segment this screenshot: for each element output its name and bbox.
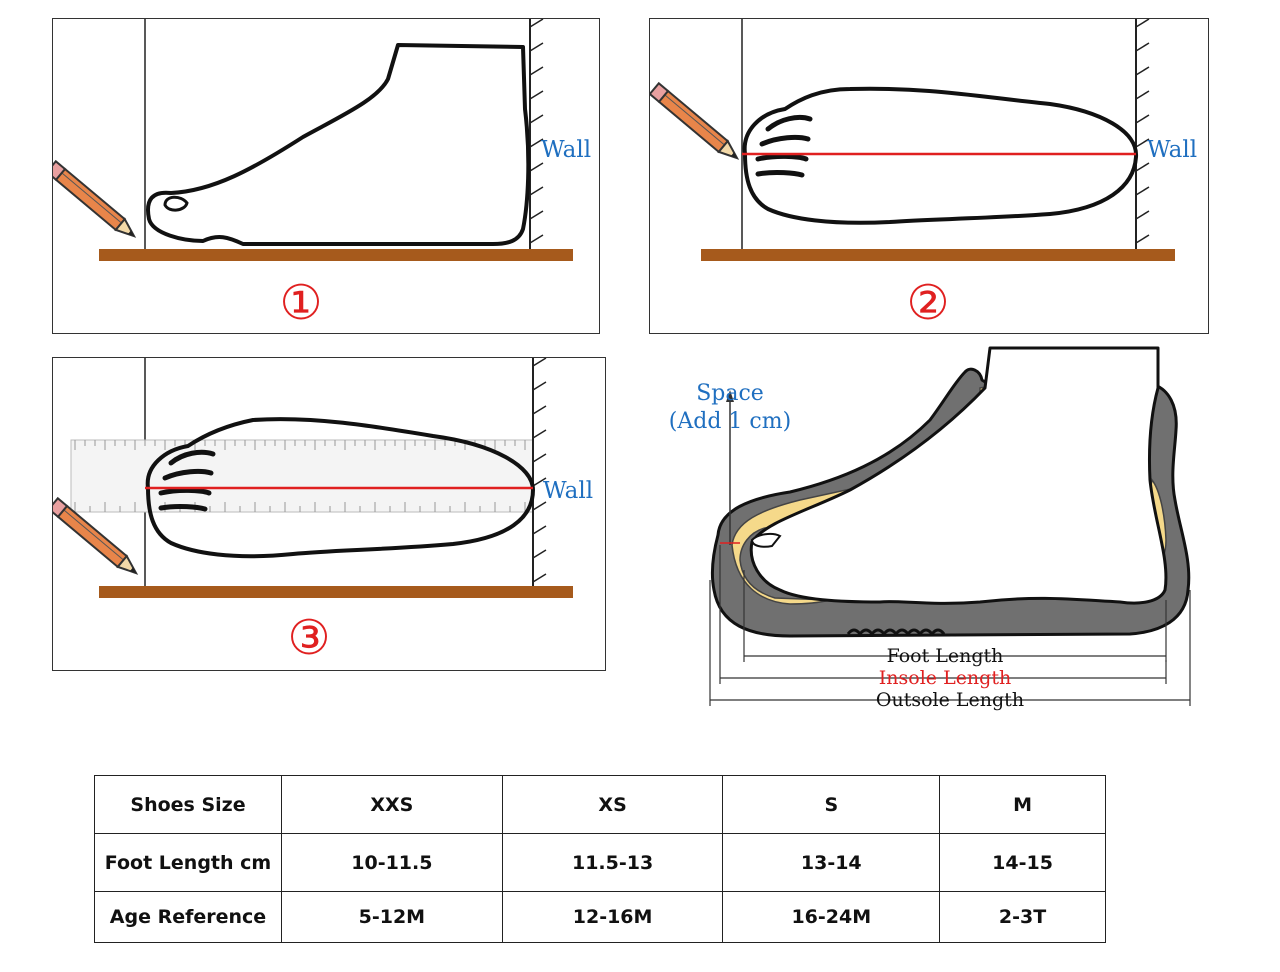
row-header-shoes-size: Shoes Size	[94, 775, 282, 834]
step-1-illustration: Wall ①	[53, 19, 591, 331]
table-cell: S	[722, 775, 941, 834]
table-cell: M	[939, 775, 1106, 834]
outsole-tread	[846, 628, 946, 637]
step-number: ③	[287, 610, 330, 666]
step-1-panel: Wall ①	[52, 18, 600, 334]
table-row: Foot Length cm 10-11.5 11.5-13 13-14 14-…	[94, 833, 1106, 892]
table-cell: 11.5-13	[501, 833, 724, 892]
wall-label: Wall	[541, 137, 591, 163]
floor-bar	[99, 586, 573, 598]
space-label-line2: (Add 1 cm)	[669, 409, 791, 434]
step-number: ①	[279, 275, 322, 331]
floor-bar	[701, 249, 1175, 261]
space-label-line1: Space	[696, 381, 764, 406]
table-row: Shoes Size XXS XS S M	[94, 775, 1106, 834]
table-cell: 10-11.5	[281, 833, 503, 892]
outsole-length-label: Outsole Length	[876, 689, 1024, 711]
table-row: Age Reference 5-12M 12-16M 16-24M 2-3T	[94, 891, 1106, 943]
foot-top-outline	[742, 86, 1139, 225]
wall-label: Wall	[1147, 137, 1197, 163]
step-2-illustration: Wall ②	[650, 19, 1197, 331]
foot-length-label: Foot Length	[887, 645, 1004, 667]
wall	[1135, 19, 1150, 251]
pencil-icon	[650, 81, 740, 160]
table-cell: 12-16M	[501, 891, 724, 943]
row-header-age-reference: Age Reference	[94, 891, 282, 943]
toes	[158, 449, 216, 512]
wall-label: Wall	[543, 478, 593, 504]
wall	[529, 19, 544, 249]
table-cell: 5-12M	[281, 891, 503, 943]
step-2-panel: Wall ②	[649, 18, 1209, 334]
foot-inside-shoe	[749, 346, 1168, 605]
toe-nail	[163, 195, 189, 212]
size-chart-table: Shoes Size XXS XS S M Foot Length cm 10-…	[94, 775, 1106, 943]
shoe-cross-section-illustration: Space (Add 1 cm) Foot Length Insole Leng…	[669, 346, 1191, 711]
pencil-icon	[53, 159, 137, 238]
table-cell: 14-15	[939, 833, 1106, 892]
step-3-illustration: Wall ③	[53, 358, 593, 666]
table-cell: 16-24M	[722, 891, 941, 943]
table-cell: XXS	[281, 775, 503, 834]
toe-detail	[750, 532, 782, 548]
step-number: ②	[906, 275, 949, 331]
floor-bar	[99, 249, 573, 261]
length-guides	[709, 545, 1191, 706]
table-cell: 2-3T	[939, 891, 1106, 943]
step-3-panel: Wall ③	[52, 357, 606, 671]
table-cell: XS	[501, 775, 724, 834]
row-header-foot-length: Foot Length cm	[94, 833, 282, 892]
foot-side-outline	[146, 43, 531, 246]
pencil-icon	[53, 496, 139, 575]
space-arrow-head	[726, 390, 734, 402]
toes	[755, 114, 813, 178]
foot-top-outline	[145, 417, 535, 559]
wall	[532, 358, 547, 586]
ruler	[70, 439, 534, 513]
shoe-cross-section: Space (Add 1 cm) Foot Length Insole Leng…	[640, 340, 1240, 720]
insole-length-label: Insole Length	[879, 667, 1011, 689]
table-cell: 13-14	[722, 833, 941, 892]
